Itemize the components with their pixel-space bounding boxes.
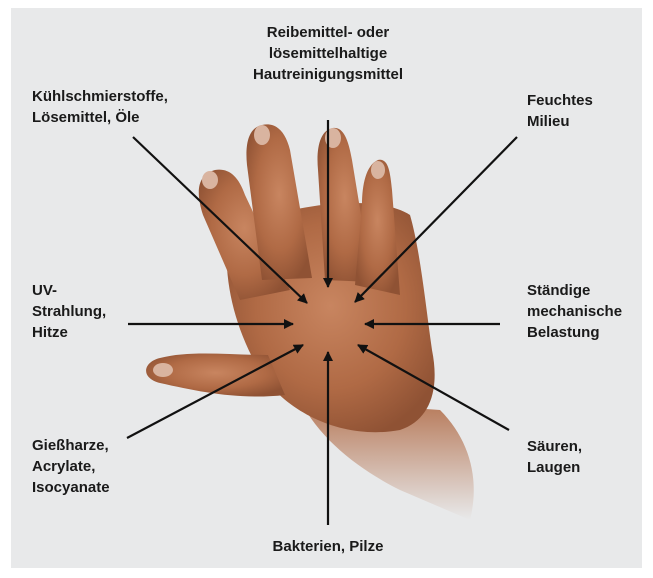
label-bottom-line-1: Bakterien, Pilze: [218, 536, 438, 557]
label-top: Reibemittel- oder lösemittelhaltige Haut…: [218, 22, 438, 85]
label-bottom-left-line-1: Gießharze,: [32, 435, 110, 456]
label-left-line-1: UV-: [32, 280, 106, 301]
label-bottom-left-line-3: Isocyanate: [32, 477, 110, 498]
label-left: UV- Strahlung, Hitze: [32, 280, 106, 343]
label-top-right-line-1: Feuchtes: [527, 90, 593, 111]
label-right-line-1: Ständige: [527, 280, 622, 301]
label-bottom-left: Gießharze, Acrylate, Isocyanate: [32, 435, 110, 498]
label-top-line-3: Hautreinigungsmittel: [218, 64, 438, 85]
label-top-right: Feuchtes Milieu: [527, 90, 593, 132]
label-top-right-line-2: Milieu: [527, 111, 593, 132]
label-bottom: Bakterien, Pilze: [218, 536, 438, 557]
label-top-left: Kühlschmierstoffe, Lösemittel, Öle: [32, 86, 168, 128]
nail-little: [371, 161, 385, 179]
label-top-line-2: lösemittelhaltige: [218, 43, 438, 64]
label-bottom-left-line-2: Acrylate,: [32, 456, 110, 477]
nail-middle: [254, 125, 270, 145]
label-top-left-line-2: Lösemittel, Öle: [32, 107, 168, 128]
label-left-line-3: Hitze: [32, 322, 106, 343]
label-top-left-line-1: Kühlschmierstoffe,: [32, 86, 168, 107]
label-left-line-2: Strahlung,: [32, 301, 106, 322]
label-right-line-3: Belastung: [527, 322, 622, 343]
label-top-line-1: Reibemittel- oder: [218, 22, 438, 43]
label-bottom-right-line-1: Säuren,: [527, 436, 582, 457]
label-right: Ständige mechanische Belastung: [527, 280, 622, 343]
label-bottom-right: Säuren, Laugen: [527, 436, 582, 478]
hand-illustration: [146, 124, 474, 520]
label-right-line-2: mechanische: [527, 301, 622, 322]
nail-thumb: [153, 363, 173, 377]
nail-index: [202, 171, 218, 189]
hand-little-finger: [355, 160, 400, 295]
label-bottom-right-line-2: Laugen: [527, 457, 582, 478]
